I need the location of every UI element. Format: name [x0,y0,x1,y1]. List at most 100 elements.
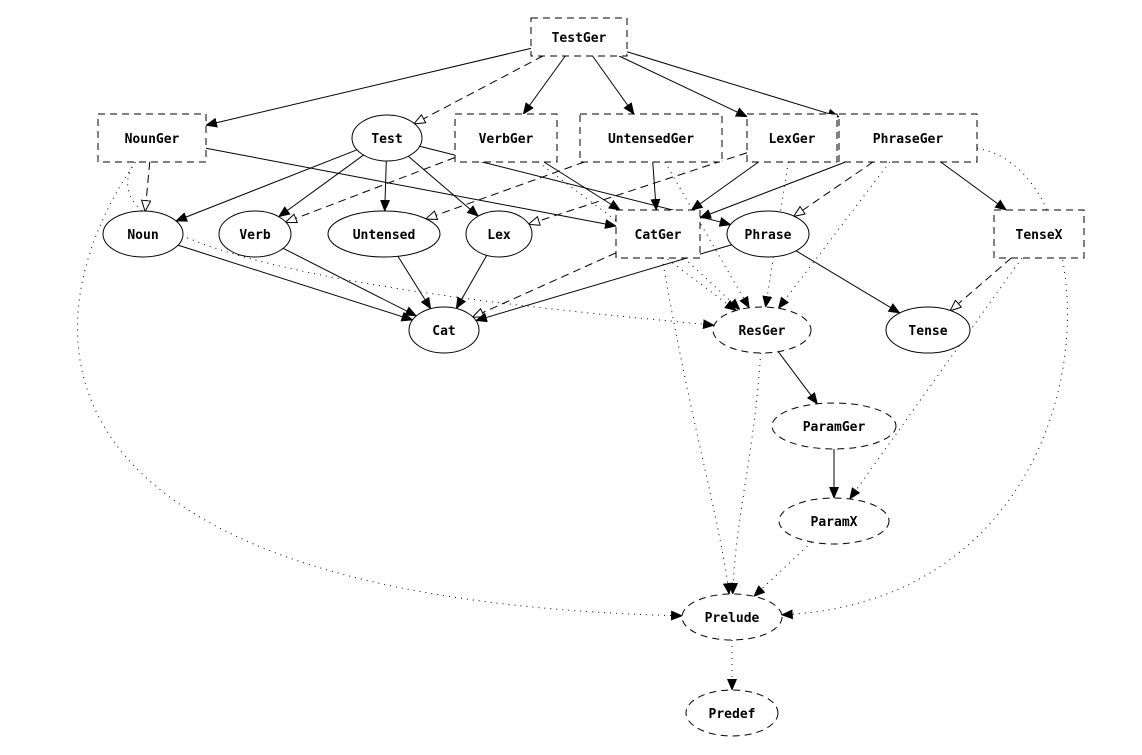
node-shape [530,17,628,57]
node-label: TenseX [1016,228,1063,243]
node-label: ResGer [739,324,786,339]
node-shape [327,210,441,258]
node-shape [579,113,723,163]
edge-testger-to-untensedger [592,55,635,115]
node-untensed: Untensed [327,210,441,258]
edge-verb-to-cat [282,247,418,317]
node-verbger: VerbGer [454,113,558,163]
node-label: ParamX [811,515,858,530]
edge-phraseger-to-tensex [940,161,1008,211]
edge-untensed-to-cat [397,256,432,310]
edge-testger-to-phraseger [626,51,840,119]
edge-untensedger-to-resger [664,161,750,309]
node-label: Phrase [745,228,792,243]
edge-phrase-to-tense [795,250,901,314]
node-shape [681,593,783,641]
edge-test-to-verb [277,154,364,218]
edge-verbger-to-verb [286,157,456,223]
edge-resger-to-prelude [728,352,762,596]
node-shape [746,113,838,163]
edge-catger-to-resger [683,257,741,311]
node-label: Prelude [705,611,760,626]
edge-testger-to-lexger [618,55,748,118]
edge-catger-to-cat [473,252,617,317]
node-untensedger: UntensedGer [579,113,723,163]
edge-phraseger-to-phrase [794,161,874,216]
node-phrase: Phrase [726,210,810,258]
edge-paramx-to-prelude [753,541,813,598]
node-shape [218,210,292,258]
node-tensex: TenseX [993,209,1085,259]
node-resger: ResGer [712,306,812,354]
node-label: VerbGer [479,132,534,147]
node-cat: Cat [408,306,480,354]
node-shape [351,114,423,162]
node-label: PhraseGer [873,132,944,147]
node-label: NounGer [125,132,180,147]
node-test: Test [351,114,423,162]
edge-lexger-to-catger [690,161,759,211]
node-label: CatGer [635,228,682,243]
node-label: TestGer [552,31,607,46]
node-shape [726,210,810,258]
node-phraseger: PhraseGer [838,113,978,163]
node-tense: Tense [885,306,971,354]
edge-lexger-to-resger [762,161,789,309]
edge-phraseger-to-resger [777,161,891,310]
edge-test-to-noun [175,149,358,222]
node-paramx: ParamX [778,497,890,545]
edge-test-to-lex [407,155,479,217]
node-shape [408,306,480,354]
node-paramger: ParamGer [771,402,897,450]
edge-test-to-untensed [380,160,391,213]
node-prelude: Prelude [681,593,783,641]
node-label: ParamGer [803,420,866,435]
node-shape [102,210,184,258]
edge-testger-to-test [414,55,544,124]
edge-tensex-to-tense [950,257,1012,311]
node-shape [712,306,812,354]
node-shape [771,402,897,450]
node-shape [993,209,1085,259]
edge-untensedger-to-untensed [426,161,585,219]
node-shape [615,209,701,259]
node-label: Cat [432,324,455,339]
node-testger: TestGer [530,17,628,57]
edge-testger-to-verbger [522,55,566,115]
edge-catger-to-prelude [661,257,733,596]
edge-noun-to-cat [177,244,414,322]
edge-nounger-to-catger [205,147,617,229]
node-label: Predef [709,707,756,722]
node-label: LexGer [769,132,816,147]
node-lexger: LexGer [746,113,838,163]
node-shape [838,113,978,163]
edge-phraseger-to-catger [699,161,846,219]
node-catger: CatGer [615,209,701,259]
node-verb: Verb [218,210,292,258]
edge-nounger-to-prelude [76,161,684,621]
node-shape [454,113,558,163]
node-shape [97,113,207,163]
node-nounger: NounGer [97,113,207,163]
edge-lex-to-cat [455,255,488,310]
node-label: Noun [127,228,158,243]
node-label: Lex [487,228,511,243]
node-label: Verb [239,228,270,243]
node-label: UntensedGer [608,132,694,147]
node-label: Test [371,132,402,147]
edge-nounger-to-noun [145,161,150,211]
node-shape [685,689,779,737]
edge-tensex-to-paramx [849,257,1023,500]
edge-untensedger-to-catger [650,161,661,211]
node-noun: Noun [102,210,184,258]
node-lex: Lex [465,210,533,258]
node-shape [465,210,533,258]
node-predef: Predef [685,689,779,737]
node-shape [885,306,971,354]
edge-testger-to-nounger [205,47,532,128]
edge-verbger-to-catger [543,161,621,211]
node-label: Tense [908,324,947,339]
node-shape [778,497,890,545]
node-label: Untensed [353,228,416,243]
edge-resger-to-paramger [777,351,818,405]
